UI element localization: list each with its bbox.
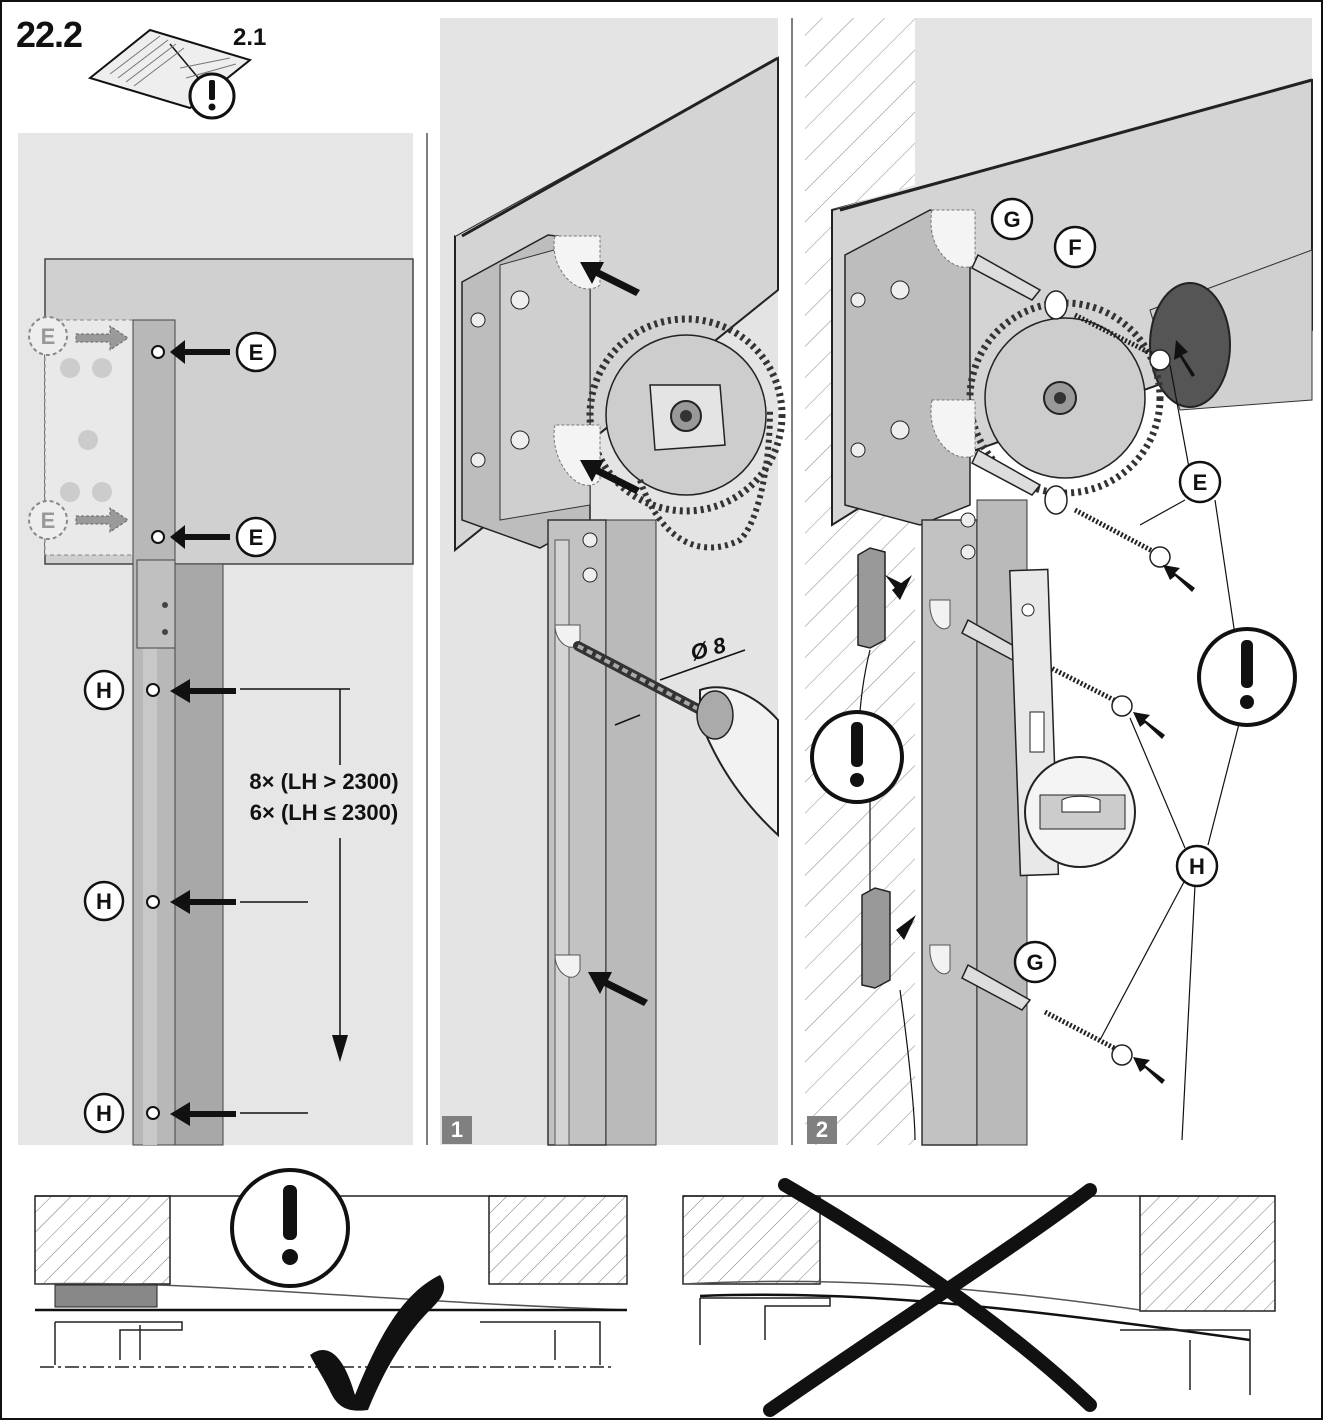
spacer-block-bottom [861,887,916,989]
callout-e-panel2 [1178,460,1222,504]
quantity-note-line1: 8× (LH > 2300) [249,769,398,794]
cross-icon [763,1178,1097,1417]
callout-g-bottom [1013,940,1057,984]
checkmark-icon [310,1275,445,1411]
warning-icon [230,1168,350,1288]
callout-e-ghost-top [28,316,68,356]
callout-e-ghost-bottom-label: E [41,508,56,533]
spacer-block-top [857,547,912,649]
panel-2 [805,18,1313,1146]
callout-h-1 [83,669,125,711]
callout-h-panel2 [1175,844,1219,888]
bottom-incorrect-detail [682,1195,1276,1395]
callout-e-ghost-top-label: E [41,324,56,349]
callout-f [1053,225,1097,269]
callout-e-top [235,331,277,373]
bottom-correct-detail [34,1195,628,1368]
callout-e-bottom-label: E [249,525,264,550]
callout-g-top [990,197,1034,241]
callout-h-1-label: H [96,678,112,703]
callout-h-3 [83,1092,125,1134]
warning-icon [1197,627,1297,727]
callout-h-panel2-label: H [1189,854,1205,879]
step-number-1: 1 [442,1116,472,1144]
callout-g-top-label: G [1003,207,1020,232]
callout-e-top-label: E [249,340,264,365]
warning-icon [810,710,904,804]
callout-h-3-label: H [96,1101,112,1126]
section-number: 22.2 [16,14,83,55]
reference-number: 2.1 [233,24,267,51]
callout-e-ghost-bottom [28,500,68,540]
callout-h-2 [83,880,125,922]
spirit-level-icon [1009,568,1136,877]
callout-g-bottom-label: G [1026,950,1043,975]
panel-1 [440,18,793,1146]
callout-f-label: F [1068,235,1081,260]
callout-h-2-label: H [96,889,112,914]
detail-left-panel [18,133,428,1146]
callout-e-bottom [235,516,277,558]
callout-e-panel2-label: E [1193,470,1208,495]
step-number-2: 2 [807,1116,837,1144]
manual-warning-icon [87,28,253,120]
quantity-note-line2: 6× (LH ≤ 2300) [250,800,398,825]
